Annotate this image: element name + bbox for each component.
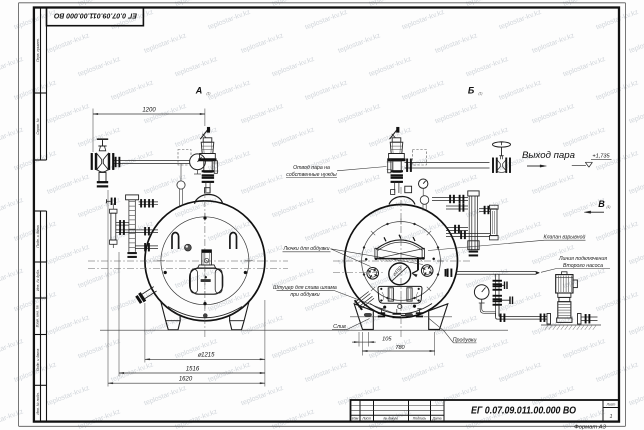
svg-text:Инв. № подл.: Инв. № подл. <box>36 392 40 414</box>
svg-text:Линия подключения: Линия подключения <box>558 256 607 262</box>
svg-text:Выход пара: Выход пара <box>522 149 575 160</box>
svg-text:Справ. №: Справ. № <box>36 118 40 134</box>
svg-text:№ докум.: № докум. <box>384 417 399 421</box>
svg-text:ЕГ 0.07.09.011.00.000 ВО: ЕГ 0.07.09.011.00.000 ВО <box>471 405 576 416</box>
svg-text:1620: 1620 <box>179 377 193 383</box>
svg-text:1516: 1516 <box>186 366 200 372</box>
svg-text:Слив: Слив <box>333 324 346 330</box>
svg-text:780: 780 <box>395 345 405 351</box>
svg-text:105: 105 <box>382 337 392 343</box>
svg-text:Продувки: Продувки <box>453 337 477 343</box>
svg-text:(1): (1) <box>607 205 611 209</box>
svg-text:Б: Б <box>468 86 475 96</box>
svg-text:Штуцер для слива шлама: Штуцер для слива шлама <box>273 285 337 291</box>
svg-text:Клапан взрывной: Клапан взрывной <box>544 234 586 241</box>
svg-text:Подпись: Подпись <box>413 417 427 421</box>
svg-text:Лист: Лист <box>606 403 616 407</box>
svg-text:(1): (1) <box>207 92 211 96</box>
svg-text:Второго насоса: Второго насоса <box>563 263 603 269</box>
svg-text:+1,735: +1,735 <box>592 154 610 160</box>
svg-text:Взам. инв. №: Взам. инв. № <box>36 305 40 327</box>
svg-text:Перв. примен.: Перв. примен. <box>36 38 40 62</box>
svg-text:Изм: Изм <box>352 417 359 421</box>
svg-text:А: А <box>195 86 203 96</box>
svg-text:Дата: Дата <box>432 417 442 421</box>
svg-text:Лючки для обдувки: Лючки для обдувки <box>283 246 330 252</box>
svg-text:собственные нужды: собственные нужды <box>286 172 337 178</box>
svg-text:ЕГ 0.07.09.011.00.000 ВО: ЕГ 0.07.09.011.00.000 ВО <box>54 11 137 20</box>
svg-text:1200: 1200 <box>142 108 156 114</box>
svg-text:Подп. и дата: Подп. и дата <box>36 349 40 372</box>
svg-text:Лист: Лист <box>361 417 371 421</box>
svg-text:Инв. № дубл.: Инв. № дубл. <box>36 269 40 291</box>
svg-text:при обдувки: при обдувки <box>290 292 319 298</box>
svg-text:В: В <box>598 199 605 209</box>
svg-text:Отвод пара на: Отвод пара на <box>293 165 330 171</box>
svg-text:Формат А3: Формат А3 <box>574 424 606 430</box>
svg-text:1: 1 <box>610 414 613 420</box>
svg-text:⌀1215: ⌀1215 <box>198 353 216 359</box>
svg-text:(1): (1) <box>479 92 483 96</box>
svg-text:Подп. и дата: Подп. и дата <box>36 225 40 248</box>
